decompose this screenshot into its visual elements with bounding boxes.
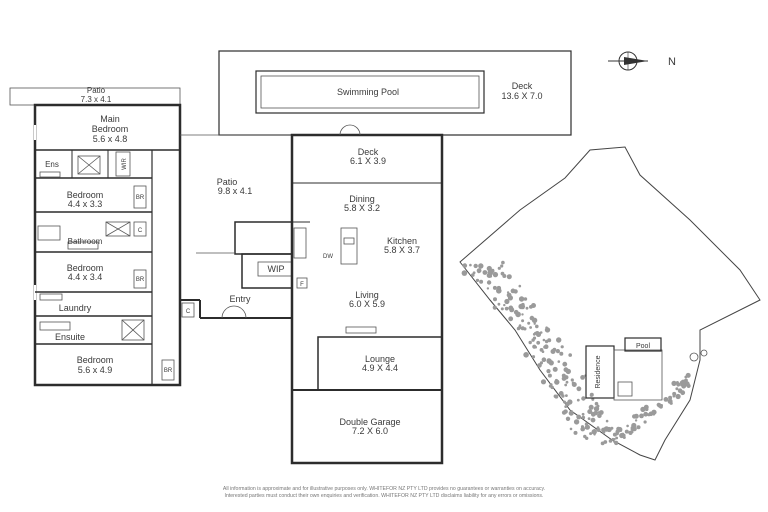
swimming-pool-label: Swimming Pool (337, 87, 399, 97)
bathroom-label: Bathroom (68, 237, 103, 246)
dw-label: DW (323, 254, 333, 260)
ens-label: Ens (45, 160, 59, 169)
bedroom-2-label: Bedroom (67, 190, 104, 200)
living-label: Living (355, 290, 379, 300)
patio-top-label: Patio (87, 86, 106, 95)
laundry-label: Laundry (59, 303, 92, 313)
disclaimer: All information is approximate and for i… (100, 486, 668, 499)
c-label-1: C (138, 228, 143, 234)
double-garage-label: Double Garage (339, 417, 400, 427)
swimming-pool-outline (255, 70, 485, 114)
main-bedroom-label-1: Main (100, 114, 120, 124)
ensuite-label: Ensuite (55, 332, 85, 342)
patio-top-dims: 7.3 x 4.1 (81, 95, 112, 104)
wip-label: WIP (268, 264, 285, 274)
pool-deck-label: Deck (512, 81, 533, 91)
vegetation-area (461, 260, 691, 446)
compass-icon (608, 51, 648, 71)
double-garage-dims: 7.2 X 6.0 (352, 426, 388, 436)
main-bedroom-label-2: Bedroom (92, 124, 129, 134)
kitchen-label: Kitchen (387, 236, 417, 246)
c-label-2: C (186, 309, 191, 315)
disclaimer-line-2: Interested parties must conduct their ow… (224, 492, 544, 499)
lounge-label: Lounge (365, 354, 395, 364)
deck-dims: 6.1 X 3.9 (350, 156, 386, 166)
bedroom-4-dims: 5.6 x 4.9 (78, 365, 113, 375)
left-wing-walls (33, 103, 182, 387)
living-dims: 6.0 X 5.9 (349, 299, 385, 309)
deck-label: Deck (358, 147, 379, 157)
kitchen-dims: 5.8 X 3.7 (384, 245, 420, 255)
bedroom-3-label: Bedroom (67, 263, 104, 273)
br-label-1: BR (136, 195, 145, 201)
f-label: F (300, 282, 304, 288)
br-label-2: BR (136, 277, 145, 283)
dining-label: Dining (349, 194, 375, 204)
site-residence-label: Residence (595, 355, 602, 388)
site-pool-outline (624, 337, 662, 352)
bedroom-4-label: Bedroom (77, 355, 114, 365)
pool-deck-dims: 13.6 X 7.0 (501, 91, 542, 101)
disclaimer-line-1: All information is approximate and for i… (222, 486, 546, 492)
lounge-dims: 4.9 X 4.4 (362, 363, 398, 373)
dining-dims: 5.8 X 3.2 (344, 203, 380, 213)
compass-north-label: N (668, 56, 676, 68)
patio-mid-label: Patio (217, 177, 238, 187)
entry-label: Entry (229, 294, 251, 304)
main-block-walls (290, 133, 444, 465)
bedroom-3-dims: 4.4 x 3.4 (68, 272, 103, 282)
main-bedroom-dims: 5.6 x 4.8 (93, 134, 128, 144)
site-pool-label: Pool (636, 343, 650, 350)
br-label-3: BR (164, 368, 173, 374)
wir-label: WIR (122, 158, 128, 170)
patio-mid-dims: 9.8 x 4.1 (218, 186, 253, 196)
site-boundary (459, 146, 761, 461)
bedroom-2-dims: 4.4 x 3.3 (68, 199, 103, 209)
